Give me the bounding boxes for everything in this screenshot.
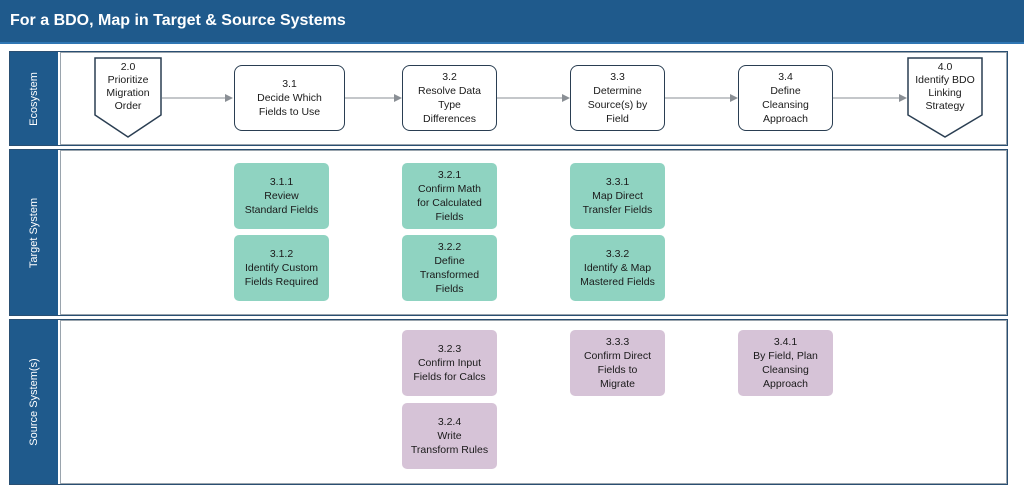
node-3-4-define-cleansing[interactable]: 3.4 Define Cleansing Approach xyxy=(738,65,833,131)
lane-target-system: Target System xyxy=(9,149,1008,316)
lane-label-ecosystem: Ecosystem xyxy=(10,52,58,145)
node-3-3-3-confirm-direct-fields[interactable]: 3.3.3 Confirm Direct Fields to Migrate xyxy=(570,330,665,396)
node-2-0-text: 2.0 Prioritize Migration Order xyxy=(106,61,150,112)
lane-source-systems: Source System(s) xyxy=(9,319,1008,485)
lane-body-target-system xyxy=(60,150,1007,315)
page-header: For a BDO, Map in Target & Source System… xyxy=(0,0,1024,44)
node-3-2-4-write-transform-rules[interactable]: 3.2.4 Write Transform Rules xyxy=(402,403,497,469)
node-3-4-1-plan-cleansing[interactable]: 3.4.1 By Field, Plan Cleansing Approach xyxy=(738,330,833,396)
page-title: For a BDO, Map in Target & Source System… xyxy=(10,12,346,29)
lane-body-source-systems xyxy=(60,320,1007,484)
lane-label-source-systems: Source System(s) xyxy=(10,320,58,484)
lane-label-target-system: Target System xyxy=(10,150,58,315)
node-2-0-prioritize-migration-order[interactable]: 2.0 Prioritize Migration Order xyxy=(94,57,162,138)
node-3-1-2-identify-custom-fields[interactable]: 3.1.2 Identify Custom Fields Required xyxy=(234,235,329,301)
pentagon-shape-4-0 xyxy=(907,57,983,138)
node-4-0-text: 4.0 Identify BDO Linking Strategy xyxy=(915,61,975,112)
node-3-3-2-identify-map-mastered[interactable]: 3.3.2 Identify & Map Mastered Fields xyxy=(570,235,665,301)
node-3-2-3-confirm-input-fields[interactable]: 3.2.3 Confirm Input Fields for Calcs xyxy=(402,330,497,396)
pentagon-shape-2-0 xyxy=(94,57,162,138)
node-4-0-identify-bdo-linking[interactable]: 4.0 Identify BDO Linking Strategy xyxy=(907,57,983,138)
node-3-3-determine-sources[interactable]: 3.3 Determine Source(s) by Field xyxy=(570,65,665,131)
node-3-2-1-confirm-math[interactable]: 3.2.1 Confirm Math for Calculated Fields xyxy=(402,163,497,229)
node-3-2-resolve-data-type[interactable]: 3.2 Resolve Data Type Differences xyxy=(402,65,497,131)
node-3-1-1-review-standard-fields[interactable]: 3.1.1 Review Standard Fields xyxy=(234,163,329,229)
node-3-2-2-define-transformed[interactable]: 3.2.2 Define Transformed Fields xyxy=(402,235,497,301)
node-3-1-decide-which-fields[interactable]: 3.1 Decide Which Fields to Use xyxy=(234,65,345,131)
node-3-3-1-map-direct-transfer[interactable]: 3.3.1 Map Direct Transfer Fields xyxy=(570,163,665,229)
